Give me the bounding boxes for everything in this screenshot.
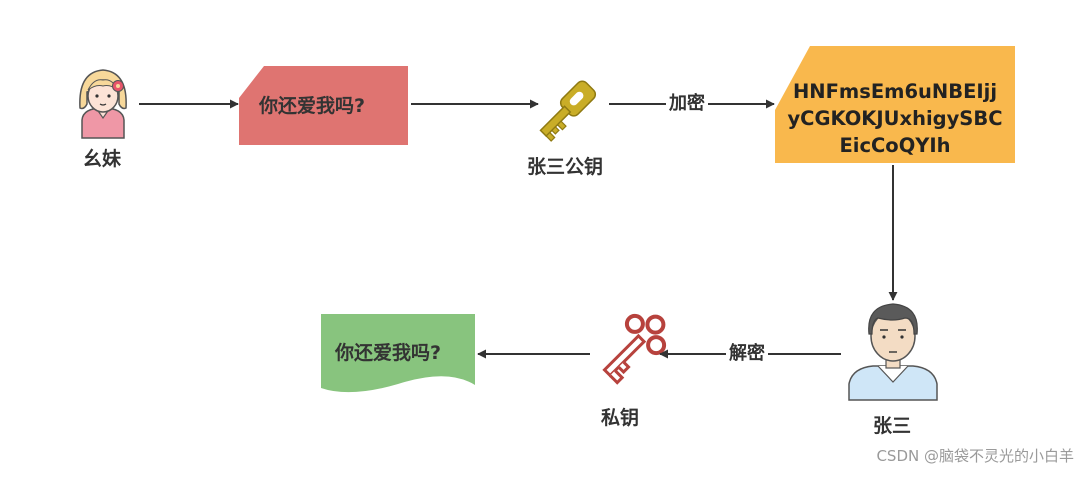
ciphertext-line-2: yCGKOKJUxhigySBC [787,107,1003,130]
man-avatar-icon [848,303,938,401]
ciphertext-line-3: EicCoQYIh [839,134,951,157]
receiver-label: 张三 [873,415,912,437]
gold-key-icon [539,80,597,142]
decrypt-edge-label: 解密 [726,343,768,365]
ciphertext-shape [775,46,1015,163]
plaintext-shape [239,66,408,145]
red-key-icon [602,313,667,385]
ciphertext-line-1: HNFmsEm6uNBEIjj [792,80,998,103]
encrypt-edge-label: 加密 [666,93,708,115]
private-key-label: 私钥 [601,407,640,429]
ciphertext-block: HNFmsEm6uNBEIjj yCGKOKJUxhigySBC EicCoQY… [776,78,1014,159]
watermark: CSDN @脑袋不灵光的小白羊 [876,447,1074,465]
decrypted-shape [321,314,475,393]
public-key-label: 张三公钥 [527,156,604,178]
sender-label: 幺妹 [83,148,122,170]
girl-avatar-icon [79,69,127,139]
decrypted-message: 你还爱我吗? [335,342,442,364]
plaintext-message: 你还爱我吗? [259,95,366,117]
